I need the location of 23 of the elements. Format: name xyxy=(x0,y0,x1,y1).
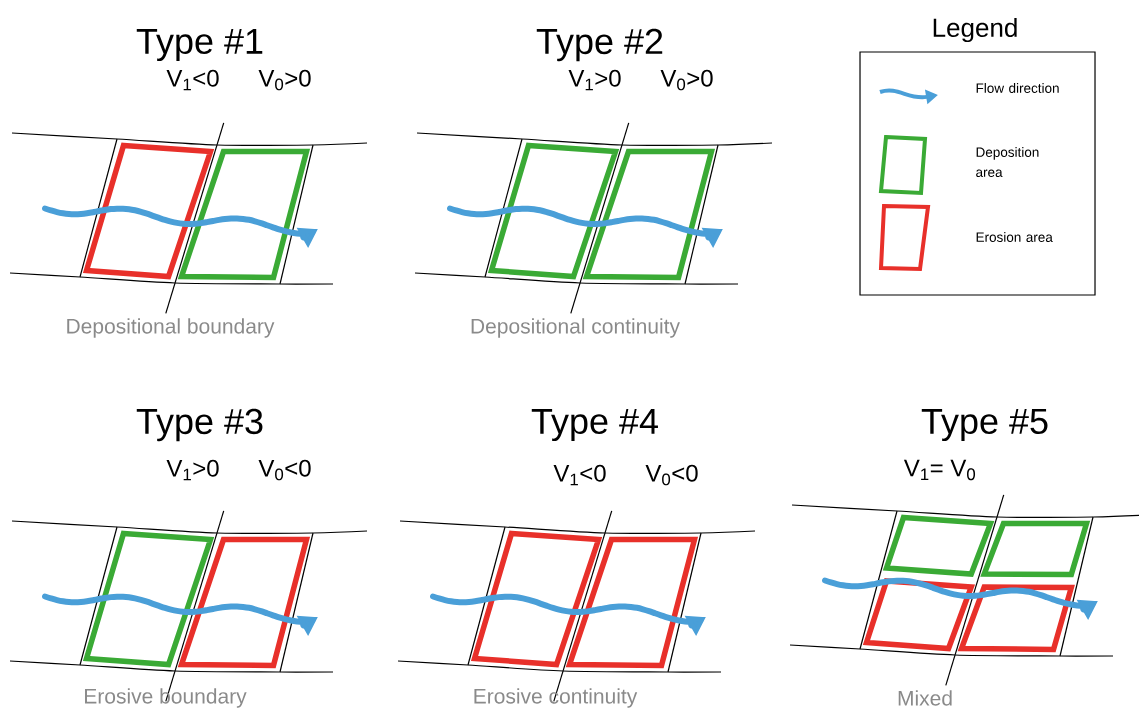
caption-text: Depositional continuity xyxy=(471,318,680,338)
velocity-label: V$_{0}$>0 xyxy=(660,69,713,91)
legend-title: Legend xyxy=(933,17,1017,43)
legend-label: Deposition area xyxy=(976,147,1039,177)
velocity-label: V$_{1}$= V$_{0}$ xyxy=(903,459,976,481)
velocity-label: V$_{1}$<0 xyxy=(166,69,219,91)
panel-title: Type #1 xyxy=(136,28,263,62)
legend-label: Flow direction xyxy=(976,83,1059,93)
panel-title: Type #4 xyxy=(531,408,658,442)
caption-text: Mixed xyxy=(898,690,952,706)
panel-title: Type #5 xyxy=(921,408,1048,442)
velocity-label: V$_{0}$>0 xyxy=(258,69,311,91)
velocity-label: V$_{1}$>0 xyxy=(568,69,621,91)
velocity-label: V$_{1}$<0 xyxy=(553,464,606,486)
panel-title: Type #2 xyxy=(536,28,663,62)
panel-title: Type #3 xyxy=(136,408,263,442)
legend-label: Erosion area xyxy=(976,232,1053,242)
velocity-label: V$_{0}$<0 xyxy=(258,459,311,481)
velocity-label: V$_{0}$<0 xyxy=(645,464,698,486)
caption-text: Erosive boundary xyxy=(85,688,247,708)
caption-text: Depositional boundary xyxy=(67,318,275,338)
velocity-label: V$_{1}$>0 xyxy=(166,459,219,481)
caption-text: Erosive continuity xyxy=(474,688,638,708)
